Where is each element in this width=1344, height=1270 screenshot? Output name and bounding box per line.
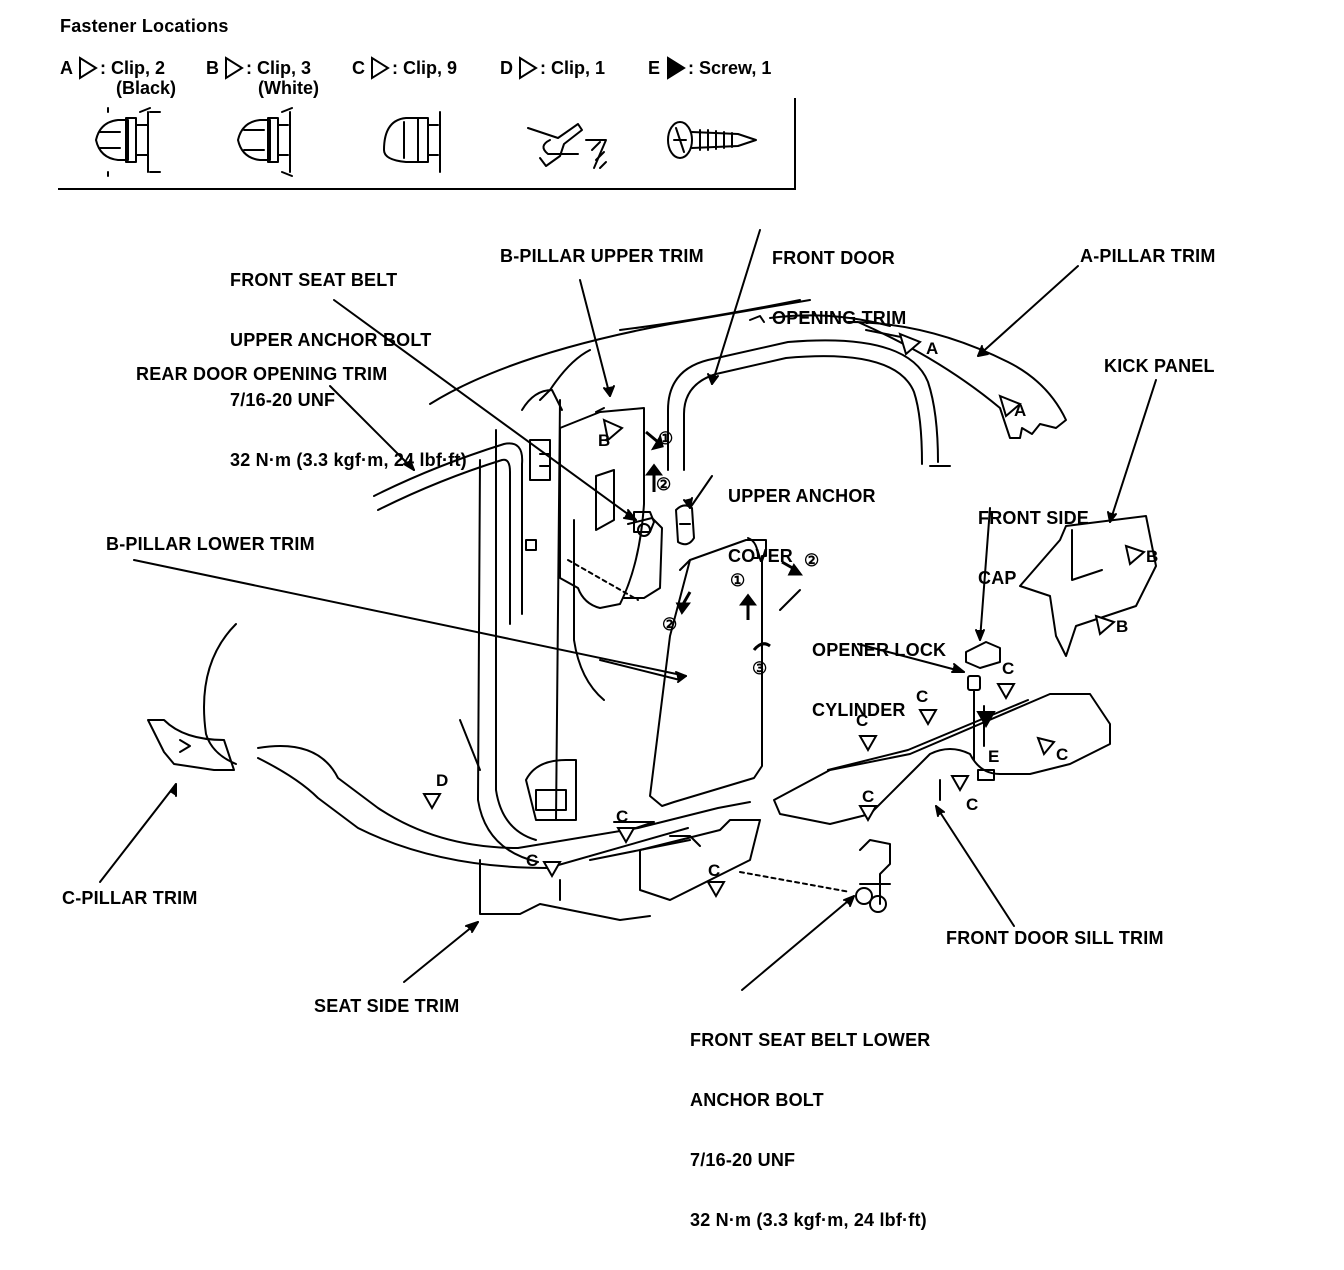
marker-c: C <box>916 687 929 706</box>
step-marker-2: ② <box>656 475 672 494</box>
marker-c: C <box>616 807 629 826</box>
label-front-seat-belt-lower: FRONT SEAT BELT LOWER ANCHOR BOLT 7/16-2… <box>690 1030 931 1230</box>
label-kick-panel: KICK PANEL <box>1104 356 1215 376</box>
label-seat-side-trim: SEAT SIDE TRIM <box>314 996 460 1016</box>
screw-icon <box>667 121 757 159</box>
clip-c-icon <box>383 111 441 173</box>
legend-letter-a: A <box>60 58 73 78</box>
legend-letter-d: D <box>500 58 513 78</box>
marker-b: B <box>1116 617 1129 636</box>
marker-c: C <box>856 711 869 730</box>
label-upper-anchor-cover: UPPER ANCHOR COVER <box>728 486 876 566</box>
diagram-stage: Fastener Locations A : Clip, 2 (Black) B… <box>58 16 1216 1230</box>
legend-letter-b: B <box>206 58 219 78</box>
legend-text-b: : Clip, 3 <box>246 58 312 78</box>
legend-heading: Fastener Locations <box>60 16 229 36</box>
clip-white-icon <box>237 107 293 177</box>
clip-d-icon <box>527 123 607 169</box>
marker-a: A <box>926 339 939 358</box>
label-opener-lock-cylinder: OPENER LOCK CYLINDER <box>812 640 947 720</box>
legend-sub-b: (White) <box>258 78 319 98</box>
legend-text-a: : Clip, 2 <box>100 58 166 78</box>
label-front-door-opening-trim: FRONT DOOR OPENING TRIM <box>772 248 907 328</box>
legend-text-d: : Clip, 1 <box>540 58 606 78</box>
marker-b: B <box>598 431 611 450</box>
label-front-side-cap: FRONT SIDE CAP <box>978 508 1090 588</box>
label-front-seat-belt-upper: FRONT SEAT BELT UPPER ANCHOR BOLT 7/16-2… <box>230 270 467 470</box>
legend-letter-c: C <box>352 58 365 78</box>
marker-a: A <box>1014 401 1027 420</box>
legend-text-c: : Clip, 9 <box>392 58 458 78</box>
label-front-door-sill-trim: FRONT DOOR SILL TRIM <box>946 928 1164 948</box>
label-a-pillar-trim: A-PILLAR TRIM <box>1080 246 1216 266</box>
legend-text-e: : Screw, 1 <box>688 58 772 78</box>
marker-c: C <box>1002 659 1015 678</box>
step-marker-2: ② <box>804 551 820 570</box>
label-b-pillar-lower-trim: B-PILLAR LOWER TRIM <box>106 534 315 554</box>
label-c-pillar-trim: C-PILLAR TRIM <box>62 888 198 908</box>
marker-b: B <box>1146 547 1159 566</box>
label-b-pillar-upper-trim: B-PILLAR UPPER TRIM <box>500 246 704 266</box>
step-marker-3: ③ <box>752 659 768 678</box>
marker-c: C <box>966 795 979 814</box>
marker-d: D <box>436 771 449 790</box>
step-marker-2: ② <box>662 615 678 634</box>
legend-letter-e: E <box>648 58 661 78</box>
legend-frame <box>58 98 796 190</box>
label-rear-door-opening-trim: REAR DOOR OPENING TRIM <box>136 364 388 384</box>
marker-c: C <box>1056 745 1069 764</box>
clip-black-icon <box>95 107 161 177</box>
marker-c: C <box>862 787 875 806</box>
marker-e: E <box>988 747 1000 766</box>
marker-c: C <box>708 861 721 880</box>
step-marker-1: ① <box>658 429 674 448</box>
diagram-drawing <box>79 56 1157 991</box>
legend-sub-a: (Black) <box>116 78 177 98</box>
step-marker-1: ① <box>730 571 746 590</box>
marker-c: C <box>526 851 539 870</box>
